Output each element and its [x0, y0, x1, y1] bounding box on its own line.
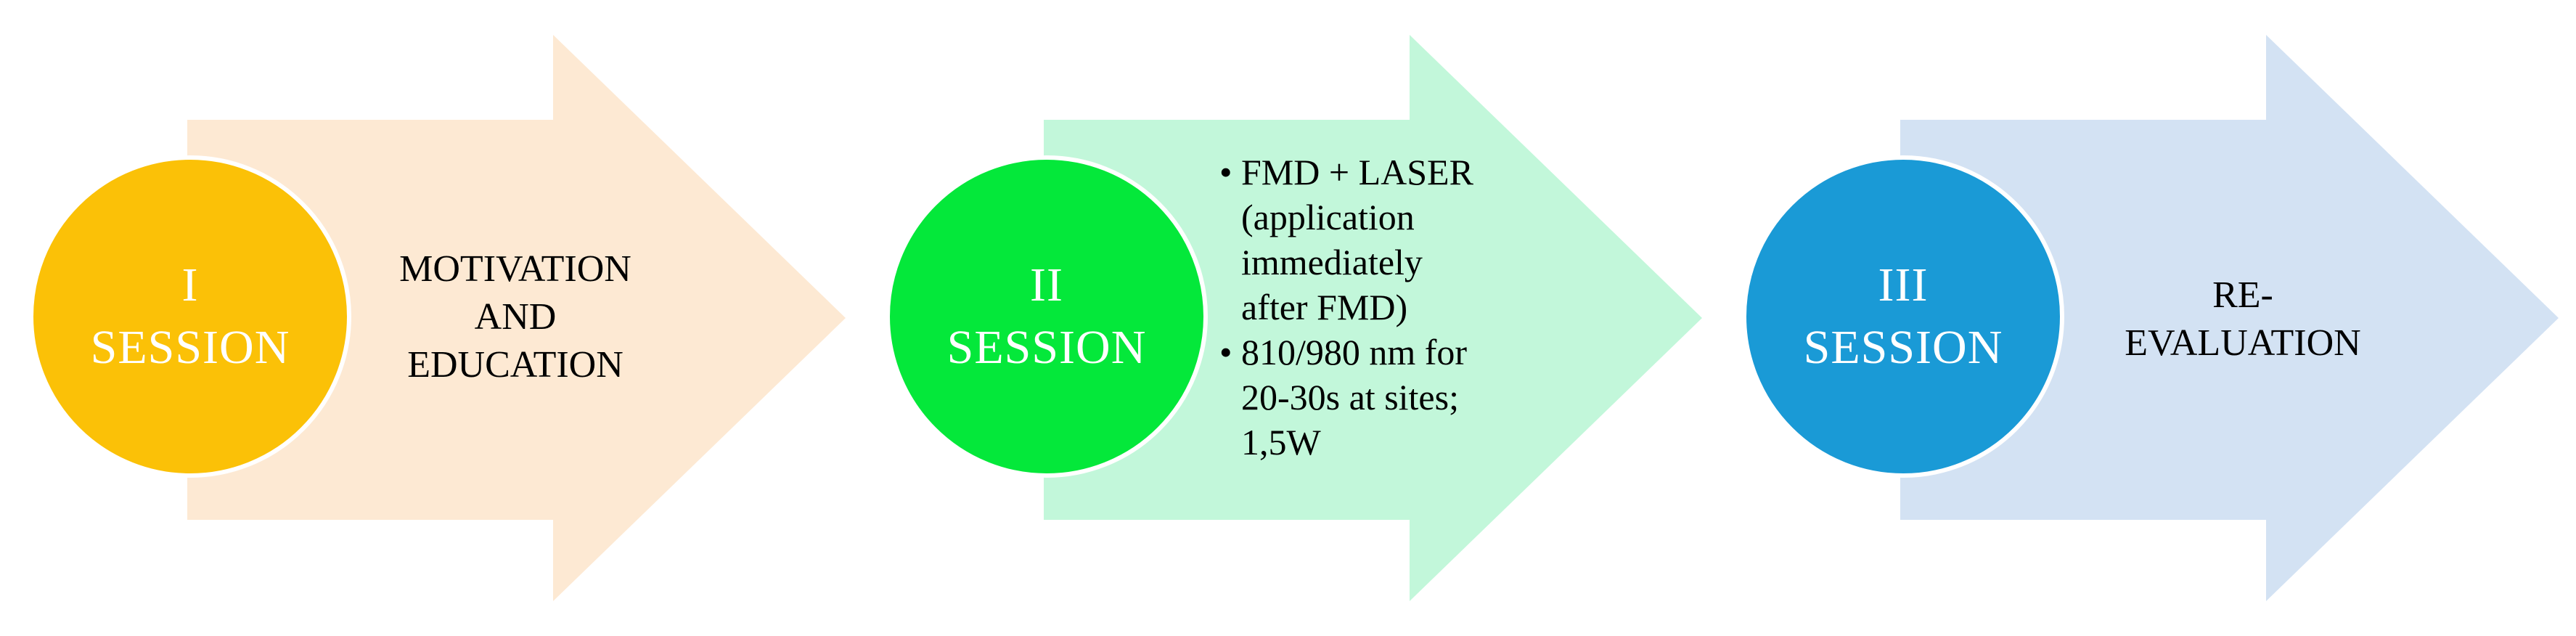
step-3-circle: III SESSION — [1742, 155, 2064, 478]
step-3-text-line: EVALUATION — [2125, 322, 2361, 364]
step-3-circle-label: SESSION — [1803, 321, 2003, 374]
step-1-circle-label: SESSION — [90, 321, 290, 374]
bullet-icon: • — [1219, 332, 1232, 372]
bullet-icon: • — [1219, 152, 1232, 192]
step-1-arrow-shape — [187, 35, 846, 601]
step-2: II SESSION • FMD + LASER (application im… — [856, 0, 1727, 636]
step-3-arrow — [1900, 35, 2559, 601]
step-1-text-line: AND — [474, 296, 557, 338]
step-3-arrow-shape — [1900, 35, 2559, 601]
step-1-arrow — [187, 35, 846, 601]
step-1-text-line: MOTIVATION — [399, 248, 631, 290]
step-1: I SESSION MOTIVATION AND EDUCATION — [0, 0, 871, 636]
step-2-bullet-text: 810/980 nm for 20-30s at sites; 1,5W — [1241, 332, 1468, 462]
step-1-circle: I SESSION — [29, 155, 351, 478]
step-2-arrow — [1044, 35, 1702, 601]
step-2-bullet-item: • FMD + LASER (application immediately a… — [1219, 150, 1539, 330]
step-1-circle-number: I — [181, 258, 199, 311]
step-2-circle: II SESSION — [886, 155, 1208, 478]
step-2-bullet-text: FMD + LASER (application immediately aft… — [1241, 152, 1473, 327]
step-2-arrow-shape — [1044, 35, 1702, 601]
step-3: III SESSION RE- EVALUATION — [1713, 0, 2576, 636]
step-3-circle-number: III — [1878, 258, 1929, 311]
step-2-bullet-list: • FMD + LASER (application immediately a… — [1219, 150, 1539, 465]
step-2-circle-number: II — [1030, 258, 1063, 311]
step-2-circle-label: SESSION — [946, 321, 1147, 374]
step-3-text-line: RE- — [2212, 274, 2273, 316]
step-3-text: RE- EVALUATION — [2090, 272, 2395, 367]
step-1-text-line: EDUCATION — [407, 344, 623, 386]
step-1-text: MOTIVATION AND EDUCATION — [363, 245, 668, 389]
step-2-bullet-item: • 810/980 nm for 20-30s at sites; 1,5W — [1219, 330, 1539, 465]
